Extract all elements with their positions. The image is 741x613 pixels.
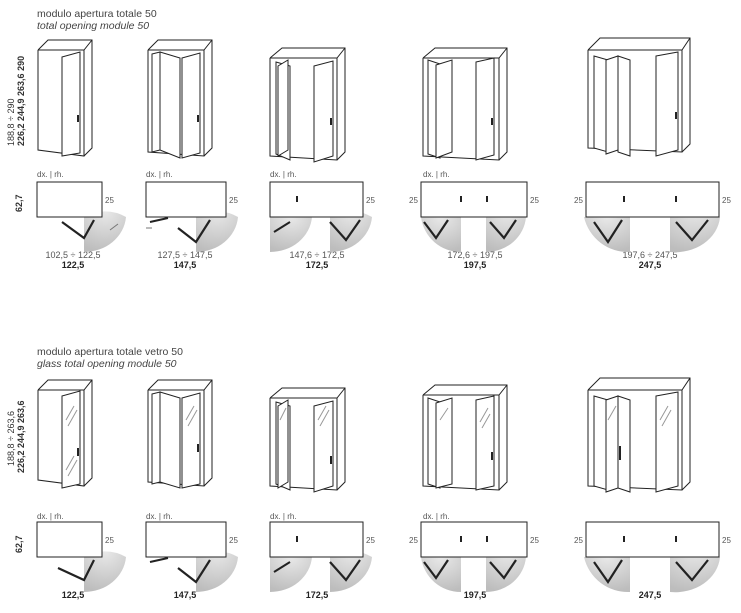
side-label: 25 [722, 536, 731, 545]
wardrobe-elevation [269, 47, 346, 163]
floor-plan [36, 521, 126, 593]
side-label: 25 [409, 196, 418, 205]
floor-plan [584, 521, 720, 593]
side-label: 25 [530, 536, 539, 545]
side-label: 25 [105, 196, 114, 205]
module-dims-4: 172,6 ÷ 197,5 197,5 [447, 250, 503, 270]
title-italian: modulo apertura totale 50 [37, 8, 157, 20]
side-label: 25 [530, 196, 539, 205]
section-title-glass: modulo apertura totale vetro 50 glass to… [37, 346, 183, 370]
rh-label-3: dx. | rh. [270, 170, 297, 179]
rh-label-2: dx. | rh. [146, 170, 173, 179]
rh-label-2: dx. | rh. [146, 512, 173, 521]
side-label: 25 [366, 196, 375, 205]
title-italian: modulo apertura totale vetro 50 [37, 346, 183, 358]
glass-wardrobe-elevation [269, 387, 346, 493]
floor-plan [36, 181, 126, 253]
side-label: 25 [574, 196, 583, 205]
side-label: 25 [722, 196, 731, 205]
module-width-1: 122,5 [61, 590, 85, 600]
rh-label-4: dx. | rh. [423, 512, 450, 521]
module-width-5: 247,5 [638, 590, 662, 600]
side-label: 25 [409, 536, 418, 545]
module-dims-3: 147,6 ÷ 172,5 172,5 [289, 250, 345, 270]
module-width-4: 197,5 [463, 590, 487, 600]
side-label: 25 [229, 196, 238, 205]
rh-label-4: dx. | rh. [423, 170, 450, 179]
module-dims-2: 127,5 ÷ 147,5 147,5 [157, 250, 213, 270]
floor-plan [584, 181, 720, 253]
module-dims-1: 102,5 ÷ 122,5 122,5 [45, 250, 101, 270]
module-width-2: 147,5 [173, 590, 197, 600]
glass-wardrobe-elevation [587, 377, 691, 493]
rh-label-1: dx. | rh. [37, 170, 64, 179]
rh-label-3: dx. | rh. [270, 512, 297, 521]
glass-wardrobe-elevation [37, 379, 93, 489]
wardrobe-elevation [422, 47, 508, 161]
module-dims-5: 197,6 ÷ 247,5 247,5 [622, 250, 678, 270]
floor-plan [269, 181, 372, 253]
title-english: glass total opening module 50 [37, 358, 177, 370]
module-width-3: 172,5 [305, 590, 329, 600]
section-title-standard: modulo apertura totale 50 total opening … [37, 8, 157, 32]
side-label: 25 [574, 536, 583, 545]
floor-plan [420, 181, 528, 253]
floor-plan [145, 181, 238, 253]
wardrobe-elevation [147, 39, 213, 159]
title-english: total opening module 50 [37, 20, 150, 32]
side-label: 25 [105, 536, 114, 545]
floor-plan [420, 521, 528, 593]
wardrobe-elevation [587, 37, 691, 157]
glass-wardrobe-elevation [422, 384, 508, 491]
side-label: 25 [229, 536, 238, 545]
floor-plan [269, 521, 372, 593]
glass-wardrobe-elevation [147, 379, 213, 489]
wardrobe-elevation [37, 39, 93, 157]
rh-label-1: dx. | rh. [37, 512, 64, 521]
side-label: 25 [366, 536, 375, 545]
floor-plan [145, 521, 238, 593]
